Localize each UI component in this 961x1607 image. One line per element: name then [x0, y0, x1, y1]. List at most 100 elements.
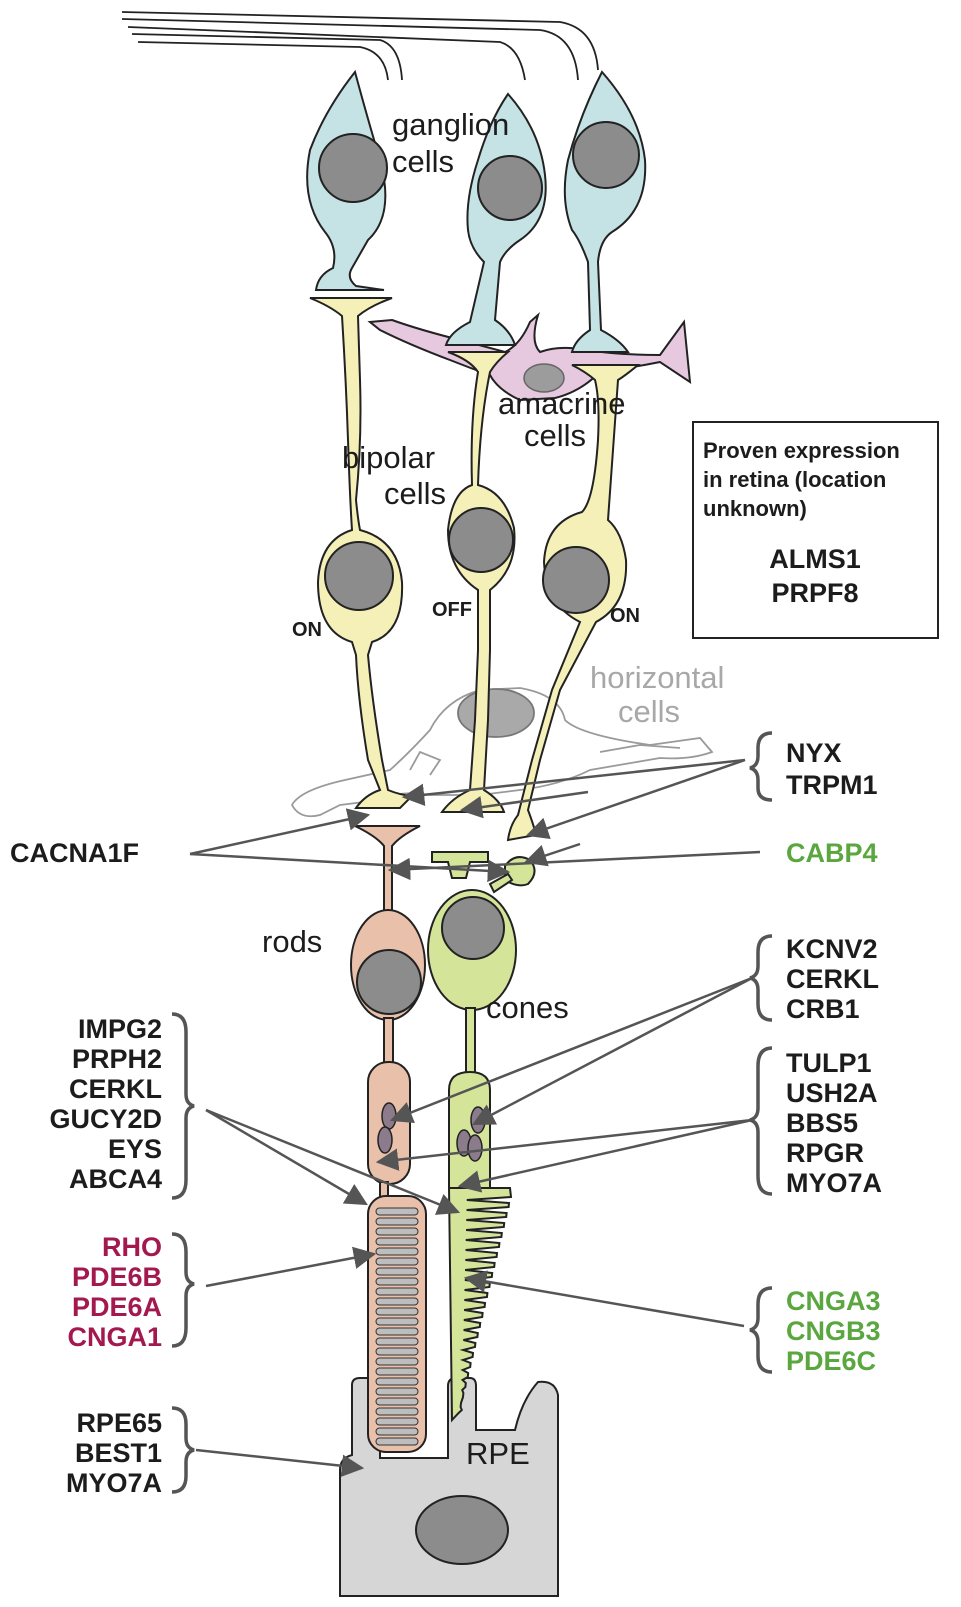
gene-group-cone: CNGA3 CNGB3 PDE6C [750, 1286, 881, 1376]
proven-box-line-1: Proven expression [703, 438, 900, 463]
ganglion-nucleus-middle [478, 156, 542, 220]
gene-cacna1f: CACNA1F [10, 838, 139, 868]
arrow-tulp1-cone [460, 1120, 752, 1186]
cones-label: cones [486, 990, 569, 1025]
rpe-label: RPE [466, 1436, 530, 1471]
ganglion-label-1: ganglion [392, 107, 509, 142]
gene-group-impg2: IMPG2 PRPH2 CERKL GUCY2D EYS ABCA4 [49, 1014, 194, 1198]
ganglion-cell-left [307, 72, 387, 290]
rpe-nucleus [416, 1496, 508, 1564]
gene-best1: BEST1 [75, 1438, 162, 1468]
ganglion-nucleus-left [319, 134, 387, 202]
bipolar-type-on-left: ON [292, 619, 322, 641]
proven-box-line-2: in retina (location [703, 467, 886, 492]
proven-box-line-3: unknown) [703, 496, 807, 521]
arrow-impg2-cone [206, 1110, 458, 1212]
gene-trpm1: TRPM1 [786, 770, 878, 800]
ganglion-label-2: cells [392, 144, 454, 179]
arrow-rod-specific [206, 1254, 374, 1286]
proven-expression-box: Proven expression in retina (location un… [693, 422, 938, 638]
cone-cell [428, 852, 535, 1420]
gene-cabp4: CABP4 [786, 838, 878, 868]
horizontal-label-1: horizontal [590, 660, 724, 695]
bipolar-cell-on-left [310, 298, 412, 808]
gene-myo7a-right: MYO7A [786, 1168, 882, 1198]
rod-disc [376, 1208, 418, 1215]
bipolar-label-2: cells [384, 476, 446, 511]
gene-pde6b: PDE6B [72, 1262, 162, 1292]
gene-rpe65: RPE65 [76, 1408, 162, 1438]
gene-group-rod: RHO PDE6B PDE6A CNGA1 [67, 1232, 194, 1352]
gene-cerkl-right: CERKL [786, 964, 879, 994]
rod-disc [376, 1428, 418, 1435]
rod-disc [376, 1268, 418, 1275]
gene-group-tulp1: TULP1 USH2A BBS5 RPGR MYO7A [750, 1048, 882, 1198]
bipolar-nucleus-on-left [325, 542, 393, 610]
bipolar-cell-off [442, 352, 515, 812]
bipolar-label-1: bipolar [342, 440, 435, 475]
arrow-impg2-rod [206, 1110, 366, 1204]
rod-disc [376, 1368, 418, 1375]
rod-cell [351, 826, 426, 1452]
cone-nucleus [442, 897, 504, 959]
gene-bbs5: BBS5 [786, 1108, 858, 1138]
cone-outer-segment [449, 1188, 511, 1420]
gene-group-rpe: RPE65 BEST1 MYO7A [66, 1408, 194, 1498]
gene-abca4: ABCA4 [69, 1164, 162, 1194]
gene-cnga3: CNGA3 [786, 1286, 881, 1316]
gene-cnga1: CNGA1 [67, 1322, 162, 1352]
bipolar-nucleus-off [449, 508, 513, 572]
gene-prph2: PRPH2 [72, 1044, 162, 1074]
gene-gucy2d: GUCY2D [49, 1104, 162, 1134]
gene-pde6c: PDE6C [786, 1346, 876, 1376]
amacrine-label-1: amacrine [498, 386, 626, 421]
rod-disc [376, 1328, 418, 1335]
gene-tulp1: TULP1 [786, 1048, 872, 1078]
rod-disc [376, 1308, 418, 1315]
gene-cngb3: CNGB3 [786, 1316, 881, 1346]
gene-crb1: CRB1 [786, 994, 860, 1024]
gene-rpgr: RPGR [786, 1138, 864, 1168]
rod-disc [376, 1398, 418, 1405]
bipolar-type-on-right: ON [610, 605, 640, 627]
gene-cerkl-left: CERKL [69, 1074, 162, 1104]
rod-disc [376, 1248, 418, 1255]
rod-disc [376, 1418, 418, 1425]
gene-pde6a: PDE6A [72, 1292, 162, 1322]
gene-eys: EYS [108, 1134, 162, 1164]
rod-disc [376, 1288, 418, 1295]
rod-disc [376, 1218, 418, 1225]
proven-box-gene-2: PRPF8 [771, 578, 858, 608]
rod-disc [376, 1348, 418, 1355]
arrow-cacna1f-rod [190, 815, 368, 854]
ganglion-nucleus-right [573, 122, 639, 188]
arrow-cabp4-cone [526, 844, 580, 862]
rod-disc [376, 1378, 418, 1385]
amacrine-label-2: cells [524, 418, 586, 453]
bipolar-type-off: OFF [432, 599, 472, 621]
rod-disc [376, 1318, 418, 1325]
rod-disc [376, 1278, 418, 1285]
gene-group-nyx-trpm1: NYX TRPM1 [750, 733, 878, 800]
gene-myo7a-left: MYO7A [66, 1468, 162, 1498]
gene-kcnv2: KCNV2 [786, 934, 878, 964]
horizontal-label-2: cells [618, 694, 680, 729]
rod-disc [376, 1438, 418, 1445]
gene-group-kcnv2: KCNV2 CERKL CRB1 [750, 934, 879, 1024]
rod-disc [376, 1408, 418, 1415]
arrow-rpe [196, 1450, 362, 1468]
arrow-cone-specific [466, 1278, 744, 1326]
gene-nyx: NYX [786, 738, 842, 768]
rod-disc [376, 1228, 418, 1235]
proven-box-gene-1: ALMS1 [769, 544, 861, 574]
ganglion-axons [122, 12, 598, 80]
arrow-tulp1-rod [378, 1120, 752, 1162]
rods-label: rods [262, 924, 322, 959]
gene-impg2: IMPG2 [78, 1014, 162, 1044]
gene-rho: RHO [102, 1232, 162, 1262]
gene-ush2a: USH2A [786, 1078, 878, 1108]
rod-disc [376, 1258, 418, 1265]
rod-disc [376, 1298, 418, 1305]
rod-disc [376, 1238, 418, 1245]
horizontal-nucleus [458, 689, 534, 737]
